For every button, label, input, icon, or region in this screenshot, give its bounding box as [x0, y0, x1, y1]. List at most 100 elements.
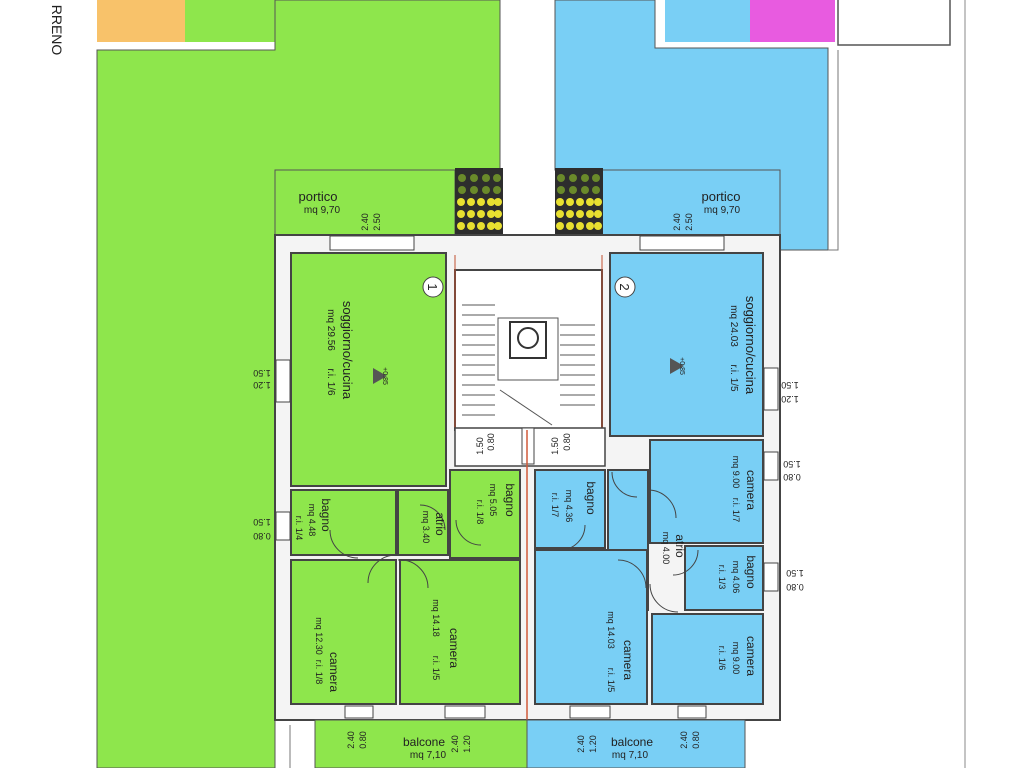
- unit2-portico-area: mq 9,70: [704, 205, 741, 216]
- planter-right: [555, 168, 603, 234]
- unit2-balcone: [526, 719, 746, 768]
- svg-text:+0.85: +0.85: [678, 357, 685, 375]
- unit2-bagno-b-name: bagno: [744, 555, 758, 589]
- unit2-balcone-area: mq 7,10: [612, 750, 649, 761]
- unit1-win-bagno-b: 0.80: [253, 531, 271, 541]
- windows: [275, 235, 779, 719]
- unit1-balcone-dim-c: 1.20: [462, 735, 472, 753]
- unit2-garden-top: [665, 0, 750, 42]
- unit1-balcone-dim-a: 0.80: [358, 731, 368, 749]
- unit2-bagno-b-area: mq 4.06: [731, 561, 741, 594]
- unit2-camera-a-area: mq 9.00: [731, 456, 741, 489]
- unit1-rooms: [290, 252, 521, 705]
- unit2-bagno-a-ri: r.i. 1/7: [550, 493, 560, 518]
- unit2-balcone-dim-a: 1.20: [588, 735, 598, 753]
- unit1-soggiorno-area: mq 29.56: [325, 309, 336, 351]
- unit2-bagno-a-room: [534, 469, 606, 549]
- unit2-bagno-b-ri: r.i. 1/3: [717, 565, 727, 590]
- unit1-number-circle: [422, 276, 444, 298]
- unit2-portico-area: [599, 169, 781, 236]
- top-edge-label: RRENO: [49, 5, 65, 56]
- unit2-camera-b-area: mq 14.03: [606, 611, 616, 649]
- unit2-level-marker: +0.85: [670, 357, 685, 375]
- unit2-soggiorno-ri: r.i. 1/5: [728, 364, 739, 392]
- unit2-camera-b-name: camera: [621, 640, 635, 680]
- unit2-win-camera-a: 1.50: [783, 459, 801, 469]
- unit2-camera-c-room: [651, 613, 764, 705]
- unit2-portico-dim-a: 2.50: [684, 213, 694, 231]
- unit1-bagno-a-room: [290, 489, 397, 556]
- unit2-camera-b-room: [534, 549, 648, 705]
- unit2-balcone-dim-b: 2.40: [576, 735, 586, 753]
- unit2-win-bagno-b: 0.80: [786, 582, 804, 592]
- unit1-number: 1: [425, 283, 440, 290]
- unit2-win-soggiorno-b: 1.20: [781, 394, 799, 404]
- unit2-atrio-area: mq 4.00: [661, 532, 671, 565]
- unit2-bagno-b-room: [684, 545, 764, 611]
- unit1-win-center-a: 0.80: [486, 433, 496, 451]
- unit2-bagno-a-name: bagno: [584, 481, 598, 515]
- unit1-balcone-area: mq 7,10: [410, 750, 447, 761]
- unit1-atrio-area: mq 3.40: [421, 511, 431, 544]
- unit1-bagno-b-ri: r.i. 1/8: [475, 500, 485, 525]
- unit1-soggiorno-room: [290, 252, 447, 487]
- unit2-camera-a-name: camera: [744, 470, 758, 510]
- unit1-bagno-b-area: mq 5.05: [488, 484, 498, 517]
- unit2-portico-dim-b: 2.40: [672, 213, 682, 231]
- unit1-win-soggiorno-a: 1.50: [253, 368, 271, 378]
- unit2-balcone-dim-c: 0.80: [691, 731, 701, 749]
- unit2-portico-name: portico: [701, 189, 740, 204]
- unit2-win-soggiorno-a: 1.50: [781, 380, 799, 390]
- unit2-number: 2: [617, 283, 632, 290]
- unit1-bagno-b-name: bagno: [503, 483, 517, 517]
- unit2-camera-a-room: [649, 439, 764, 544]
- unit2-camera-a-ri: r.i. 1/7: [731, 498, 741, 523]
- unit1-soggiorno-name: soggiorno/cucina: [340, 301, 355, 400]
- unit1-balcone-dim-b: 2.40: [346, 731, 356, 749]
- unit1-camera-b-room: [399, 559, 521, 705]
- unit2-atrio-name: atrio: [673, 534, 687, 558]
- planter-left: [455, 168, 503, 234]
- unit2-number-circle: [614, 276, 636, 298]
- door-swings: [329, 471, 699, 613]
- unit2-camera-b-ri: r.i. 1/5: [606, 668, 616, 693]
- unit2-balcone-name: balcone: [611, 735, 653, 749]
- unit1-atrio-room: [397, 489, 449, 556]
- magenta-area: [750, 0, 835, 42]
- plot-boundary-right: [828, 50, 839, 251]
- unit1-bagno-b-room: [449, 469, 521, 559]
- unit2-balcone-dim-d: 2.40: [679, 731, 689, 749]
- unit1-win-bagno-a: 1.50: [253, 517, 271, 527]
- unit1-level-marker: +0.85: [373, 367, 388, 385]
- unit1-balcone-name: balcone: [403, 735, 445, 749]
- stairwell: [454, 255, 606, 467]
- unit1-bagno-a-name: bagno: [319, 498, 333, 532]
- unit2-win-center-b: 1.50: [550, 437, 560, 455]
- unit2-bagno-a-area: mq 4.36: [564, 490, 574, 523]
- unit1-camera-a-ri: r.i. 1/8: [314, 660, 324, 685]
- unit1-balcone-dim-d: 2.40: [450, 735, 460, 753]
- unit1-balcone: [314, 719, 528, 768]
- unit1-bagno-a-ri: r.i. 1/4: [294, 516, 304, 541]
- unit2-camera-c-area: mq 9.00: [731, 642, 741, 675]
- unit2-rooms: [534, 252, 764, 705]
- unit1-camera-a-room: [290, 559, 397, 705]
- unit2-soggiorno-room: [609, 252, 764, 437]
- unit2-soggiorno-name: soggiorno/cucina: [743, 296, 758, 395]
- svg-text:+0.85: +0.85: [381, 367, 388, 385]
- unit2-win-bagno-a: 1.50: [786, 568, 804, 578]
- unit2-win-center-a: 0.80: [562, 433, 572, 451]
- unit1-camera-b-area: mq 14.18: [431, 599, 441, 637]
- unit1-win-center-b: 1.50: [475, 437, 485, 455]
- unit1-camera-a-name: camera: [327, 652, 341, 692]
- unit1-camera-b-name: camera: [447, 628, 461, 668]
- orange-area: [97, 0, 185, 42]
- unit1-portico-area: mq 9,70: [304, 205, 341, 216]
- unit2-win-camera-b: 0.80: [783, 472, 801, 482]
- unit1-portico-name: portico: [298, 189, 337, 204]
- unit1-portico-dim-b: 2.40: [360, 213, 370, 231]
- unit1-bagno-a-area: mq 4.48: [307, 504, 317, 537]
- unit2-camera-c-name: camera: [744, 636, 758, 676]
- unit1-garden-top: [185, 0, 275, 42]
